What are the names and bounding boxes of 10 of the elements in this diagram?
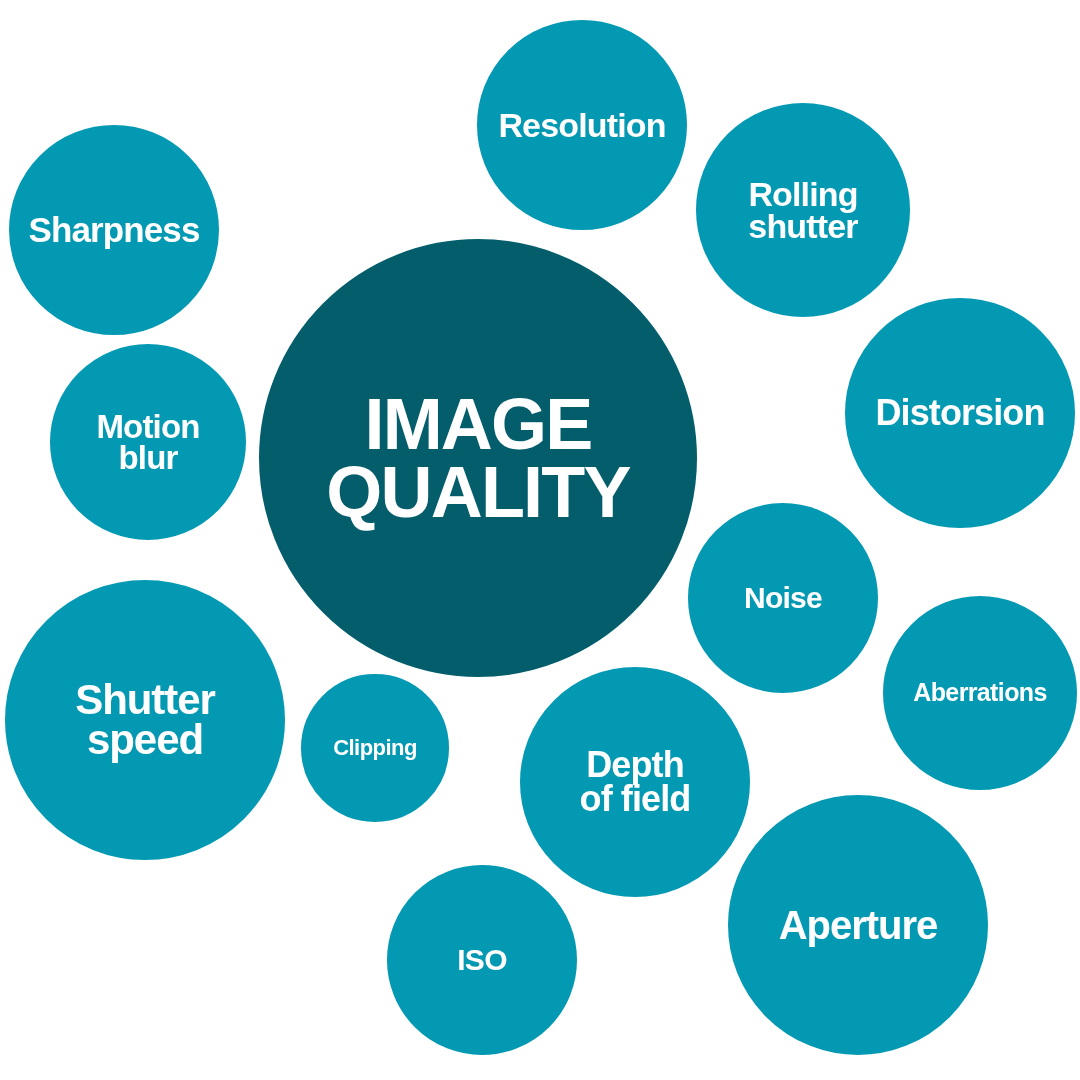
circle-label: Resolution: [498, 108, 666, 142]
circle-label: Rolling shutter: [747, 177, 859, 243]
circle-label: Clipping: [333, 737, 417, 759]
circle-label: Sharpness: [28, 213, 200, 247]
circle-label: ISO: [457, 945, 507, 975]
circle-label: Motion blur: [95, 410, 201, 474]
circle-label: Depth of field: [578, 747, 692, 817]
circle-label: Noise: [744, 583, 822, 613]
circle-label: Aberrations: [913, 681, 1047, 705]
circle-label: Distorsion: [875, 395, 1045, 431]
